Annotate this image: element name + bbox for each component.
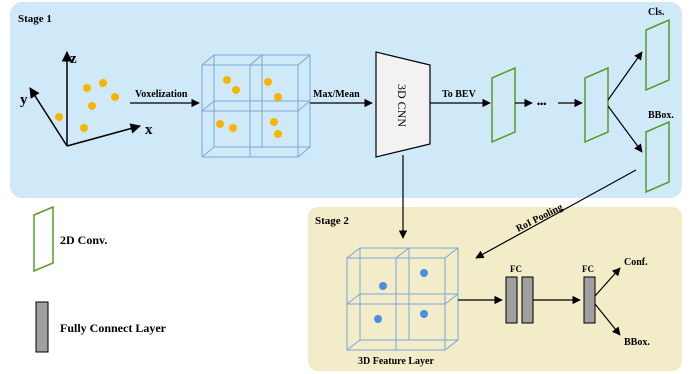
point [80,124,88,132]
fc-block-2 [583,276,596,324]
voxelization-label: Voxelization [135,89,188,100]
point [55,113,63,121]
point [83,84,91,92]
conf-arrow [594,267,621,297]
stage1-title: Stage 1 [18,13,52,25]
branch-arrow-cls [607,51,643,101]
bbox-bottom-label: BBox. [624,337,650,348]
cls-head-block [645,18,670,92]
legend-fc-label: Fully Connect Layer [60,321,167,335]
fc-block-1b [521,276,534,324]
point [111,93,119,101]
cnn3d-block [375,51,431,158]
axis-x-label: x [145,122,153,138]
legend-conv2d-icon [33,205,54,273]
point [99,79,107,87]
max-mean-label: Max/Mean [313,89,360,100]
bbox-bottom-arrow [594,303,621,336]
stage2-title: Stage 2 [315,215,349,227]
feature-grid [346,247,459,351]
cls-label: Cls. [648,7,665,18]
branch-arrow-bbox [607,105,643,153]
voxel-points [216,76,282,138]
legend-conv2d-label: 2D Conv. [60,233,107,247]
feature-layer-label: 3D Feature Layer [358,356,434,367]
cnn3d-label: 3D CNN [395,84,409,127]
voxel-grid [201,54,311,158]
point [88,102,96,110]
fc1-label: FC [510,264,522,274]
ellipsis: ••• [537,99,546,109]
bbox-head-block [645,120,670,194]
fc-block-1a [505,276,518,324]
stage1-panel [10,2,682,198]
bbox-top-label: BBox. [648,110,674,121]
conv2d-block [491,66,516,144]
roi-pooling-arrow [475,169,637,259]
axis-z-label: z [70,51,77,67]
conv2d-block [584,66,609,144]
point-cloud: z y x [20,50,153,147]
fc2-label: FC [582,264,594,274]
feature-points [374,269,428,323]
axis-y-label: y [20,92,28,108]
legend-fc-icon [35,301,49,353]
to-bev-label: To BEV [442,89,477,100]
conf-label: Conf. [624,257,648,268]
